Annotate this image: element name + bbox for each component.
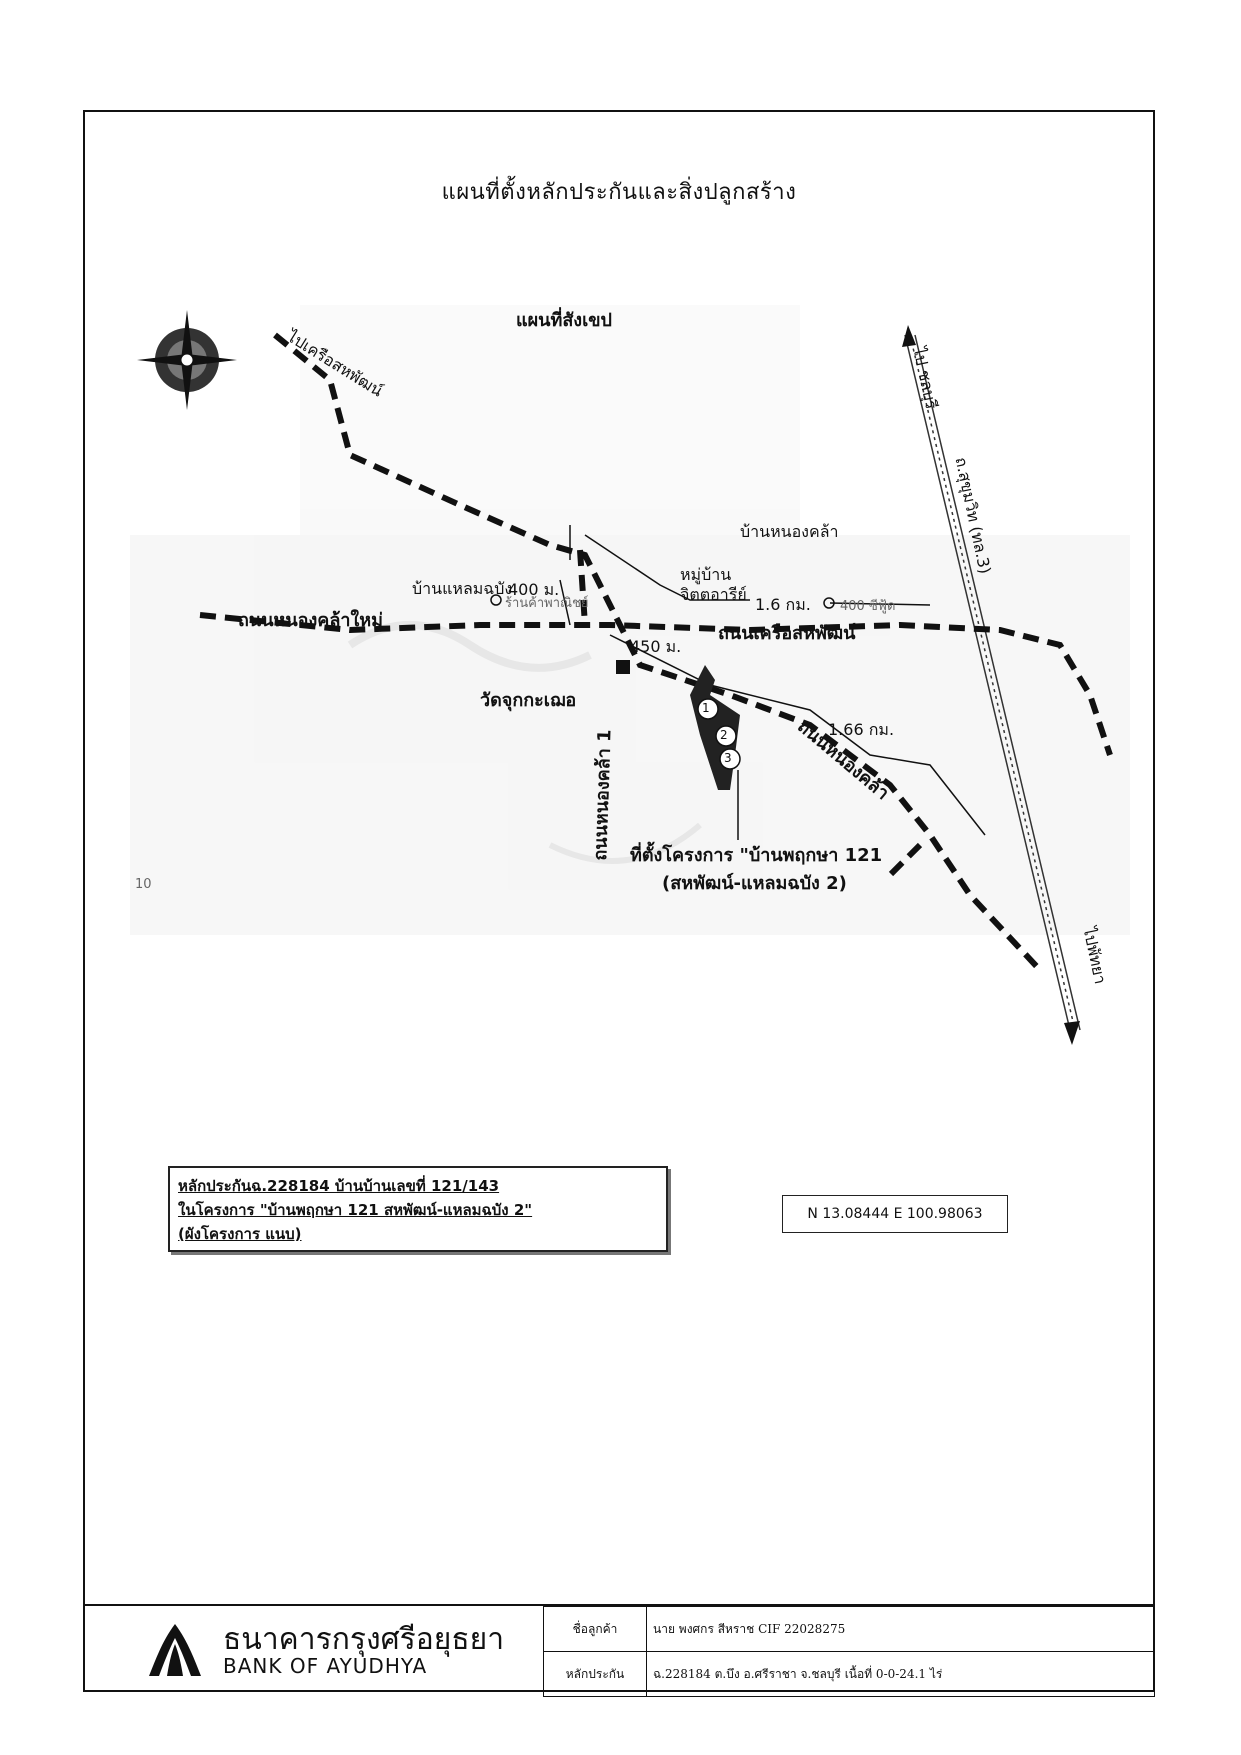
dashed-roads xyxy=(199,332,1113,973)
label-road-nong-khla-1: ถนนหนองคล้า 1 xyxy=(589,729,616,861)
bank-name-thai: ธนาคารกรุงศรีอยุธยา xyxy=(223,1622,505,1657)
label-road-khruea-sahaphat: ถนนเครือสหพัฒน์ xyxy=(718,623,856,644)
label-lot-1: 1 xyxy=(702,701,710,715)
collateral-label: หลักประกัน xyxy=(543,1651,647,1697)
map-drawing xyxy=(130,305,1130,1045)
collateral-line2: ในโครงการ "บ้านพฤกษา 121 สหพัฒน์-แหลมฉบั… xyxy=(178,1201,533,1219)
temple-icon xyxy=(616,660,630,674)
project-site-polygon xyxy=(690,665,741,840)
label-dist-166: 1.66 กม. xyxy=(828,720,895,739)
label-project-line2: (สหพัฒน์-แหลมฉบัง 2) xyxy=(662,873,847,894)
sukhumvit-highway xyxy=(904,334,1081,1031)
table-row: หลักประกัน ฉ.228184 ต.บึง อ.ศรีราชา จ.ชล… xyxy=(543,1651,1155,1697)
label-lot-2: 2 xyxy=(720,728,728,742)
collateral-note: หลักประกันฉ.228184 บ้านบ้านเลขที่ 121/14… xyxy=(168,1166,668,1252)
page-title: แผนที่ตั้งหลักประกันและสิ่งปลูกสร้าง xyxy=(441,180,797,205)
label-project-line1: ที่ตั้งโครงการ "บ้านพฤกษา 121 xyxy=(630,845,883,866)
shop-marker-icon xyxy=(490,594,502,606)
distance-lines xyxy=(559,525,986,836)
label-village-laem-chabang: บ้านแหลมฉบัง xyxy=(412,579,513,598)
table-row: ชื่อลูกค้า นาย พงศกร สีหราช CIF 22028275 xyxy=(543,1606,1155,1652)
label-lot-3: 3 xyxy=(724,751,732,765)
gps-coordinates: N 13.08444 E 100.98063 xyxy=(782,1195,1008,1233)
label-village-nong-khla: บ้านหนองคล้า xyxy=(740,522,839,541)
map-background-texture xyxy=(130,305,1130,935)
label-dist-400: 400 ม. xyxy=(508,580,560,599)
margin-mark: 10 xyxy=(135,877,152,892)
arrow-up-icon xyxy=(902,325,916,347)
arrow-down-icon xyxy=(1064,1021,1080,1045)
label-dist-450: 450 ม. xyxy=(630,637,682,656)
bank-logo: ธนาคารกรุงศรีอยุธยา BANK OF AYUDHYA xyxy=(143,1616,583,1686)
label-road-nong-khla-mai: ถนนหนองคล้าใหม่ xyxy=(238,610,383,631)
collateral-line1: หลักประกันฉ.228184 บ้านบ้านเลขที่ 121/14… xyxy=(178,1177,500,1195)
customer-label: ชื่อลูกค้า xyxy=(543,1606,647,1652)
label-shop-left: ร้านค้าพาณิชย์ xyxy=(505,596,589,611)
bank-logo-icon xyxy=(149,1624,201,1676)
map-subtitle: แผนที่สังเขป xyxy=(516,310,612,331)
info-table: ชื่อลูกค้า นาย พงศกร สีหราช CIF 22028275… xyxy=(543,1606,1155,1697)
label-temple: วัดจุกกะเฌอ xyxy=(480,690,577,711)
collateral-line3: (ผังโครงการ แนบ) xyxy=(178,1225,302,1243)
label-moo-ban: หมู่บ้าน จิตตอารีย์ xyxy=(680,565,747,604)
collateral-value: ฉ.228184 ต.บึง อ.ศรีราชา จ.ชลบุรี เนื้อท… xyxy=(646,1651,1155,1697)
footer: ธนาคารกรุงศรีอยุธยา BANK OF AYUDHYA ชื่อ… xyxy=(83,1604,1155,1697)
customer-value: นาย พงศกร สีหราช CIF 22028275 xyxy=(646,1606,1155,1652)
seafood-marker-icon xyxy=(823,597,835,609)
label-shop-right: 400 ซีฟู้ด xyxy=(840,599,896,614)
bank-name-english: BANK OF AYUDHYA xyxy=(223,1654,428,1678)
label-dist-16: 1.6 กม. xyxy=(755,595,811,614)
location-map: แผนที่สังเขป ไปเครือสหพัฒน์ ไป ชลบุรี ถ.… xyxy=(50,225,1130,1155)
compass-icon xyxy=(137,310,237,410)
